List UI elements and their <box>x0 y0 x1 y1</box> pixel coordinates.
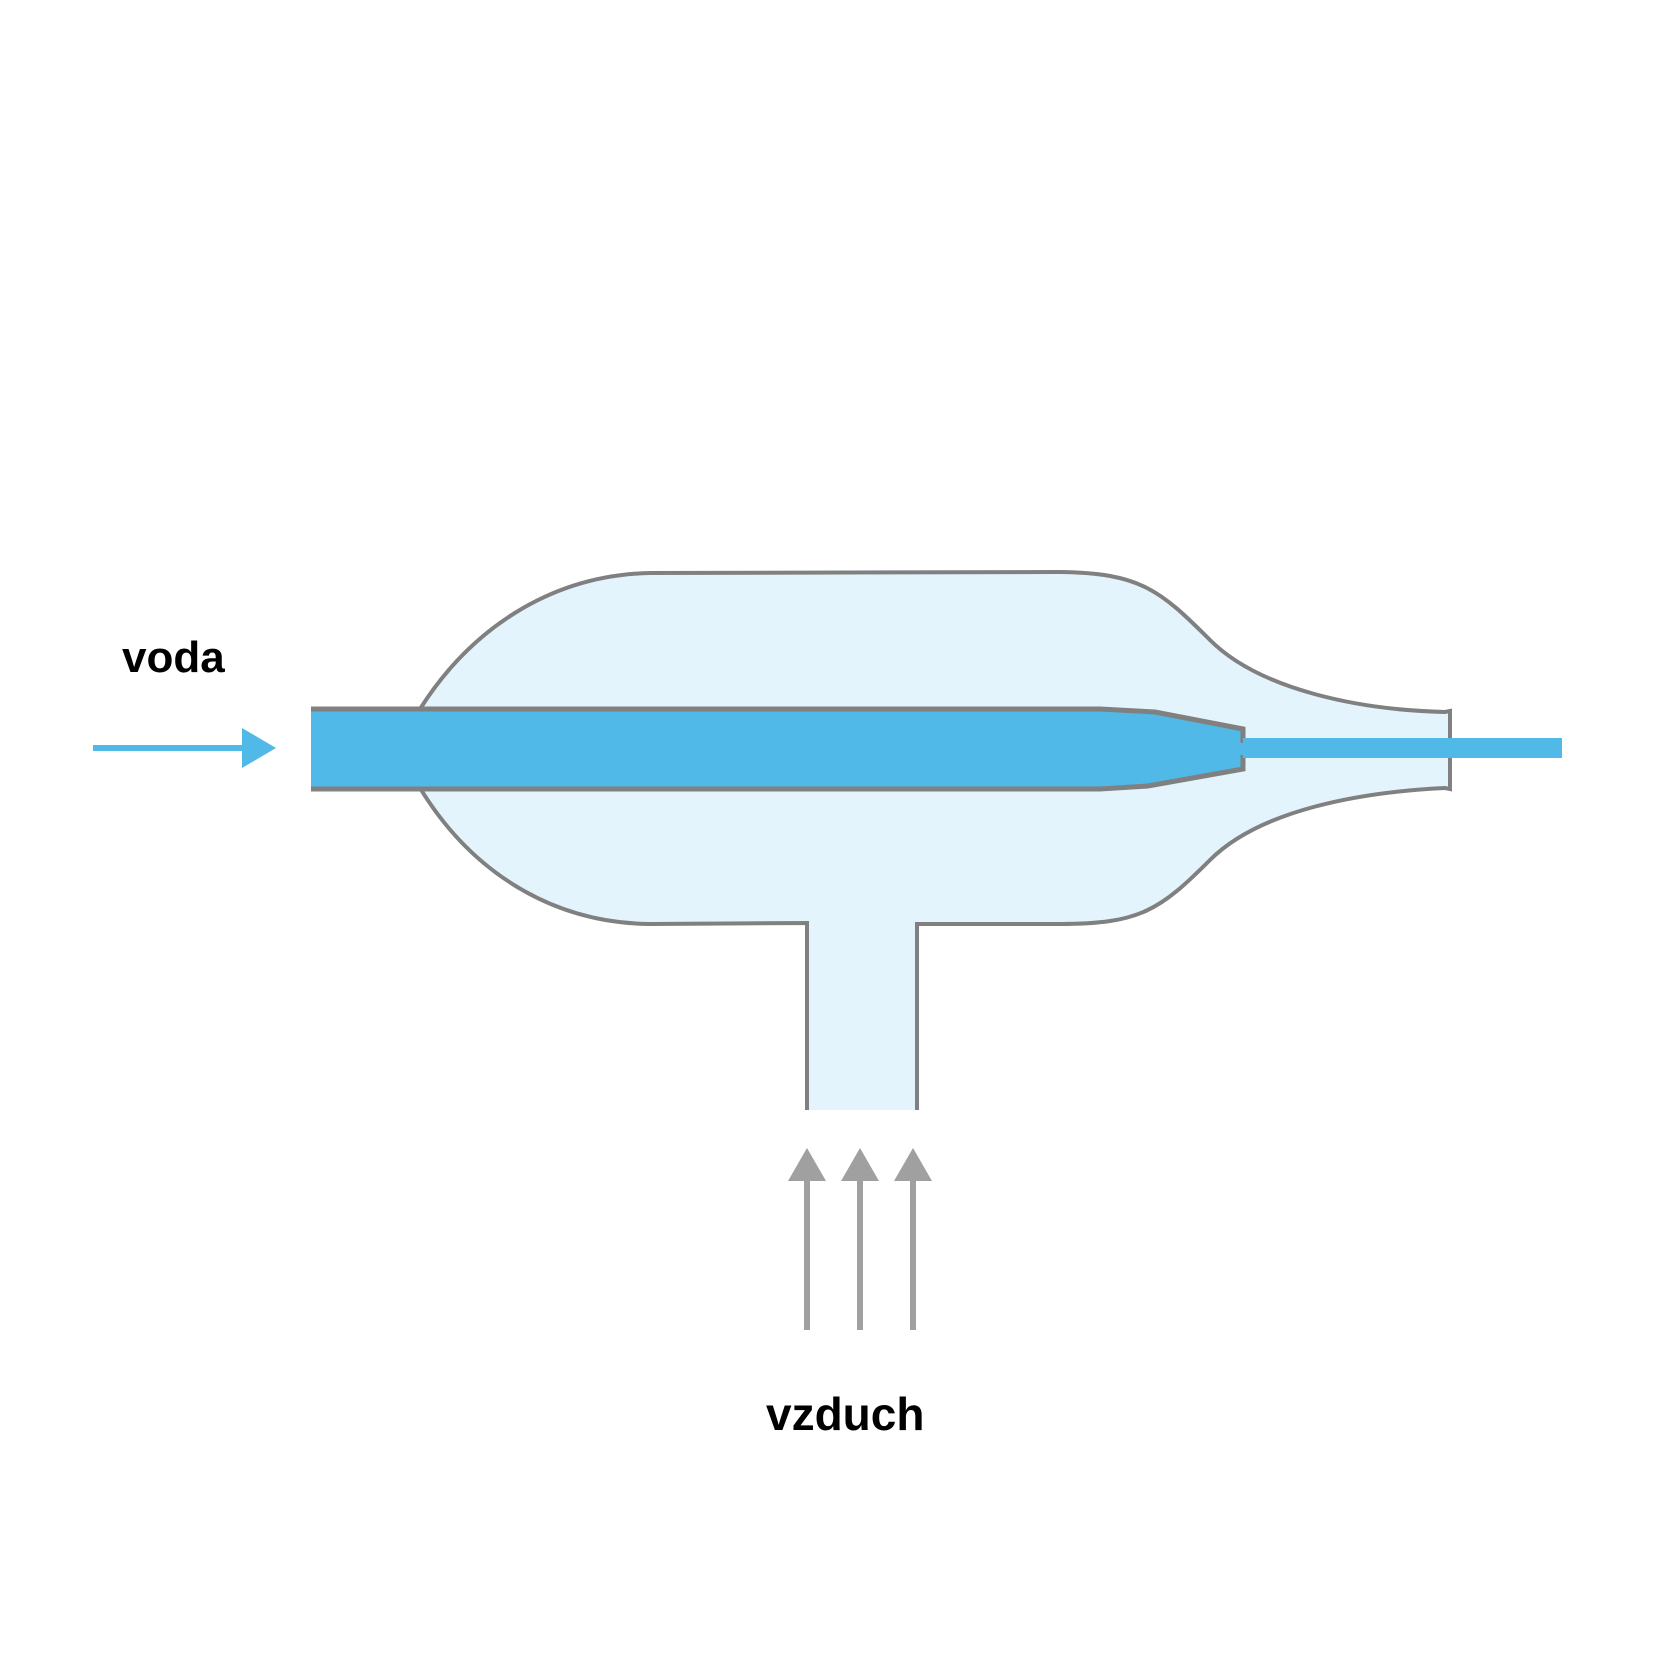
air-arrow-head <box>841 1148 879 1181</box>
water-pipe-outline-bottom <box>311 755 1246 792</box>
air-arrow-head <box>788 1148 826 1181</box>
water-jet <box>1243 738 1562 758</box>
water-arrow-head <box>242 728 276 768</box>
air-arrows <box>788 1148 932 1330</box>
chamber-outline-top <box>418 569 1452 1110</box>
air-label: vzduch <box>766 1388 924 1440</box>
water-pipe <box>311 709 1243 789</box>
water-pipe-outline-top <box>311 706 1246 743</box>
water-label: voda <box>122 633 225 682</box>
chamber-outline-bottom <box>418 786 809 1110</box>
air-arrow-head <box>894 1148 932 1181</box>
pump-chamber <box>420 572 1450 1110</box>
